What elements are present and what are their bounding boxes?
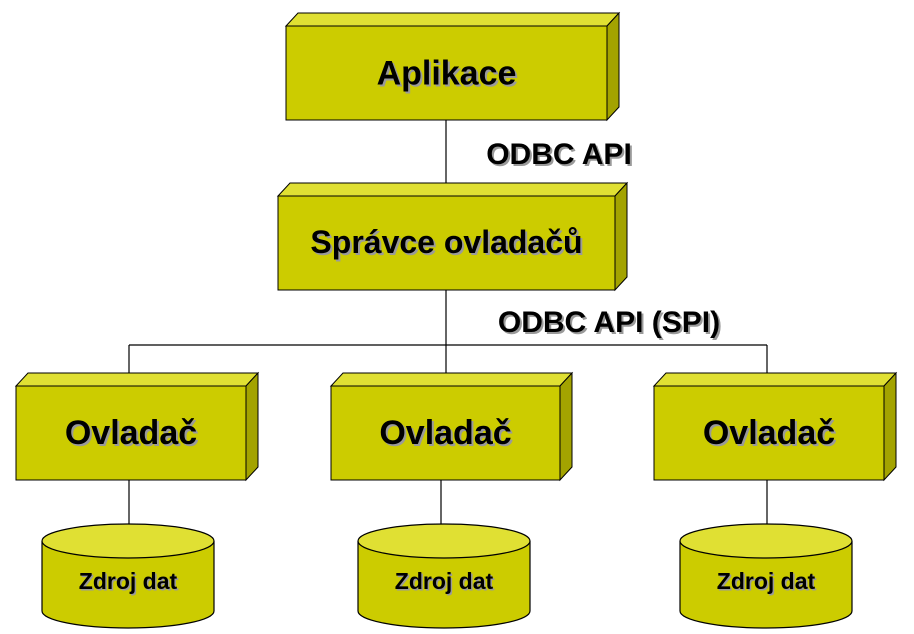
data-source-label-2: Zdroj dat	[395, 568, 494, 594]
svg-text:ODBC API: ODBC API	[488, 140, 634, 173]
svg-text:Zdroj dat: Zdroj dat	[396, 570, 495, 596]
driver-label-3: Ovladač	[703, 414, 835, 452]
svg-text:Správce ovladačů: Správce ovladačů	[312, 226, 584, 262]
odbc-spi-label: ODBC API (SPI)	[498, 306, 720, 339]
data-source-cylinder-1: Zdroj dat Zdroj dat	[41, 523, 215, 629]
driver-box-3: Ovladač Ovladač	[652, 371, 898, 482]
data-source-cylinder-3: Zdroj dat Zdroj dat	[679, 523, 853, 629]
driver-manager-box: Správce ovladačů Správce ovladačů	[276, 181, 629, 292]
driver-label-2: Ovladač	[379, 414, 511, 452]
data-source-label-3: Zdroj dat	[717, 568, 816, 594]
application-box: Aplikace Aplikace	[284, 11, 621, 122]
driver-manager-label: Správce ovladačů	[310, 224, 582, 260]
driver-label-1: Ovladač	[65, 414, 197, 452]
svg-text:Zdroj dat: Zdroj dat	[80, 570, 179, 596]
svg-text:Ovladač: Ovladač	[67, 416, 199, 454]
svg-text:ODBC API (SPI): ODBC API (SPI)	[500, 308, 722, 341]
svg-text:Zdroj dat: Zdroj dat	[718, 570, 817, 596]
data-source-cylinder-2: Zdroj dat Zdroj dat	[357, 523, 531, 629]
application-label: Aplikace	[377, 55, 517, 93]
svg-text:Ovladač: Ovladač	[705, 416, 837, 454]
driver-box-2: Ovladač Ovladač	[329, 371, 574, 482]
data-source-label-1: Zdroj dat	[79, 568, 178, 594]
connector-lines	[128, 120, 768, 536]
svg-text:Ovladač: Ovladač	[381, 416, 513, 454]
odbc-api-label: ODBC API	[486, 138, 632, 171]
driver-box-1: Ovladač Ovladač	[14, 371, 260, 482]
svg-text:Aplikace: Aplikace	[379, 57, 519, 95]
